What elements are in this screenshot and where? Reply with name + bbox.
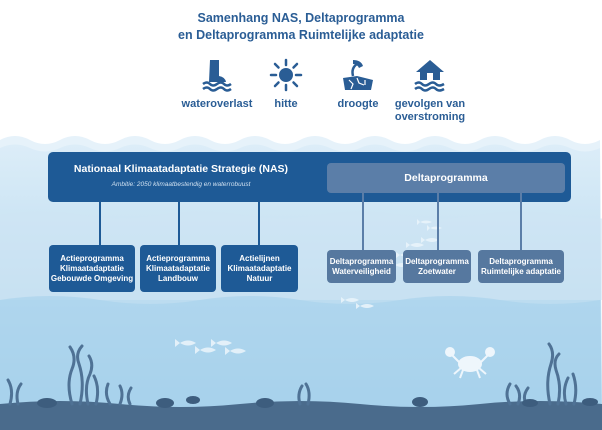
theme-wateroverlast: wateroverlast	[172, 58, 262, 111]
fish	[406, 242, 424, 248]
fish	[427, 225, 442, 231]
deltaprogramma-title: Deltaprogramma	[404, 172, 488, 184]
deltaprogramma-box: Deltaprogramma	[327, 163, 565, 193]
program-label: Deltaprogramma Waterveiligheid	[329, 256, 394, 276]
fish	[421, 237, 439, 243]
program-waterveiligheid: Deltaprogramma Waterveiligheid	[327, 250, 396, 283]
connector-line	[437, 193, 439, 251]
fish	[211, 339, 232, 347]
connector-line	[520, 193, 522, 251]
water-deep-band	[0, 296, 602, 430]
crab	[445, 347, 495, 379]
theme-label: gevolgen van overstroming	[394, 98, 466, 123]
dry-cracked-ground-icon	[343, 60, 373, 90]
program-zoetwater: Deltaprogramma Zoetwater	[403, 250, 471, 283]
fish	[341, 297, 359, 303]
connector-line	[258, 202, 260, 246]
fish	[417, 219, 432, 225]
sun-icon	[269, 58, 303, 92]
connector-line	[99, 202, 101, 246]
program-gebouwde-omgeving: Actieprogramma Klimaatadaptatie Gebouwde…	[49, 245, 135, 292]
flooded-house-icon	[414, 60, 445, 92]
theme-label: hitte	[274, 98, 298, 110]
seabed	[0, 401, 602, 430]
seaweed	[6, 342, 578, 406]
nas-ambition: Ambitie: 2050 klimaatbestendig en waterr…	[111, 181, 251, 188]
theme-droogte: droogte	[320, 58, 396, 111]
title-line-2: en Deltaprogramma Ruimtelijke adaptatie	[178, 28, 424, 42]
fish	[195, 346, 216, 354]
nas-title: Nationaal Klimaatadaptatie Strategie (NA…	[73, 163, 289, 175]
boot-water-icon	[202, 60, 232, 92]
fish	[356, 303, 374, 309]
theme-hitte: hitte	[248, 58, 324, 111]
program-natuur: Actielijnen Klimaatadaptatie Natuur	[221, 245, 298, 292]
theme-label: droogte	[337, 98, 379, 110]
connector-line	[362, 193, 364, 251]
title-line-1: Samenhang NAS, Deltaprogramma	[197, 11, 405, 25]
shells	[37, 396, 598, 408]
connector-line	[178, 202, 180, 246]
program-label: Actieprogramma Klimaatadaptatie Landbouw	[145, 253, 211, 283]
program-ruimtelijke-adaptatie: Deltaprogramma Ruimtelijke adaptatie	[478, 250, 564, 283]
diagram-title: Samenhang NAS, Deltaprogramma en Deltapr…	[0, 10, 602, 44]
fish	[225, 347, 246, 355]
program-label: Deltaprogramma Ruimtelijke adaptatie	[480, 256, 562, 276]
program-label: Actielijnen Klimaatadaptatie Natuur	[227, 253, 292, 283]
fish	[175, 339, 196, 347]
program-landbouw: Actieprogramma Klimaatadaptatie Landbouw	[140, 245, 216, 292]
program-label: Deltaprogramma Zoetwater	[405, 256, 469, 276]
theme-gevolgen-van-overstroming: gevolgen van overstroming	[388, 58, 472, 124]
theme-label: wateroverlast	[181, 98, 253, 110]
program-label: Actieprogramma Klimaatadaptatie Gebouwde…	[50, 253, 134, 283]
